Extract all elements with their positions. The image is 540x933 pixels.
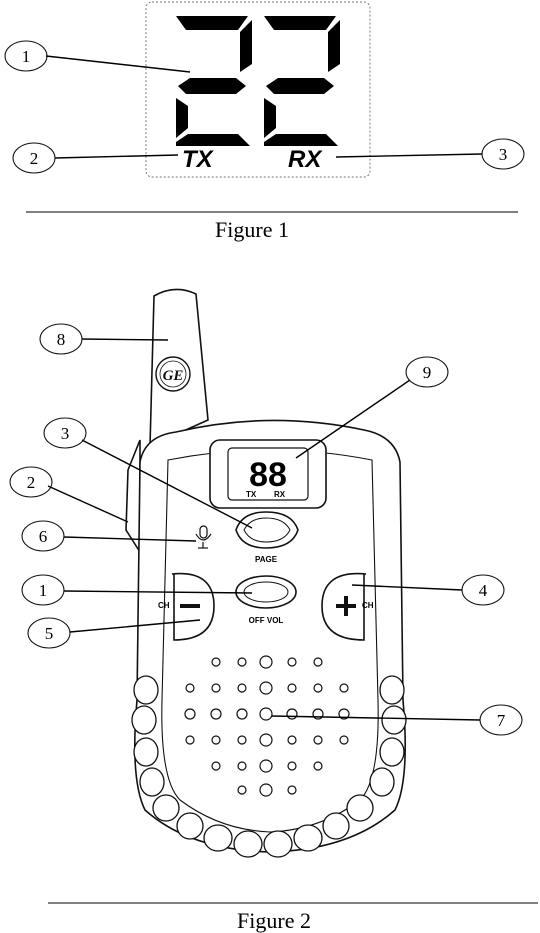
figure-2: GE 88 TX RX <box>9 288 538 933</box>
leader-line-3 <box>335 153 483 158</box>
off-vol-knob[interactable] <box>235 575 297 609</box>
callout-circle-7 <box>479 704 523 736</box>
lcd-channel-digits: 88 <box>249 456 287 494</box>
callout-number-9: 9 <box>423 363 432 382</box>
callout-circle-3 <box>481 138 525 170</box>
leader-line-7 <box>271 715 481 721</box>
callout-circle-2 <box>12 142 56 174</box>
rx-indicator: RX <box>288 146 323 173</box>
figure-1: TX RX 1 2 3 Figure 1 <box>4 1 525 242</box>
callout-number-3b: 3 <box>61 424 70 443</box>
leader-line-4 <box>351 584 463 591</box>
leader-line-6 <box>63 536 197 542</box>
callout-circle-3b <box>43 417 87 449</box>
lcd-digit-display <box>176 16 340 146</box>
callout-number-8: 8 <box>57 330 66 349</box>
leader-line-1 <box>45 55 191 73</box>
callout-circle-4 <box>461 574 505 606</box>
leader-line-5 <box>69 619 201 633</box>
leader-line-3b <box>81 439 253 529</box>
callout-circle-2b <box>9 466 53 498</box>
microphone-icon <box>195 525 212 549</box>
channel-down-label: CH <box>158 601 170 610</box>
leader-line-2b <box>47 485 129 523</box>
lcd-display-panel <box>145 1 371 178</box>
leader-line-8 <box>81 338 169 341</box>
radio-body <box>134 419 406 853</box>
leader-line-9 <box>295 379 411 459</box>
lcd-screen <box>227 447 309 501</box>
callout-number-4: 4 <box>479 581 488 600</box>
figure-2-caption: Figure 2 <box>237 908 311 933</box>
callout-circle-6 <box>21 520 65 552</box>
callout-number-5: 5 <box>45 624 54 643</box>
leader-line-2 <box>54 154 179 159</box>
lcd-rx-indicator: RX <box>274 490 286 499</box>
page-button[interactable] <box>235 511 299 549</box>
off-vol-label: OFF VOL <box>249 616 284 625</box>
callout-circle-8 <box>39 323 83 355</box>
lcd-tx-indicator: TX <box>246 490 257 499</box>
figure-1-caption: Figure 1 <box>215 217 289 242</box>
callout-number-7: 7 <box>497 711 506 730</box>
speaker-grille <box>184 655 350 797</box>
callout-circle-9 <box>405 356 449 388</box>
channel-up-button[interactable] <box>321 572 367 641</box>
callout-number-2b: 2 <box>27 473 36 492</box>
belt-clip <box>125 439 141 555</box>
callout-number-1: 1 <box>22 47 31 66</box>
rubber-grip <box>131 675 407 858</box>
channel-up-label: CH <box>362 601 374 610</box>
ge-logo: GE <box>155 356 191 392</box>
callout-circle-1 <box>4 40 48 72</box>
callout-number-1b: 1 <box>39 581 48 600</box>
callout-number-6: 6 <box>39 527 48 546</box>
callout-number-3: 3 <box>499 145 508 164</box>
callout-circle-1b <box>21 574 65 606</box>
callout-number-2: 2 <box>30 149 39 168</box>
channel-down-button[interactable] <box>171 572 215 641</box>
tx-indicator: TX <box>182 146 215 173</box>
page-button-label: PAGE <box>255 555 278 564</box>
callout-circle-5 <box>27 617 71 649</box>
leader-line-1b <box>63 590 253 594</box>
svg-text:GE: GE <box>163 368 184 384</box>
